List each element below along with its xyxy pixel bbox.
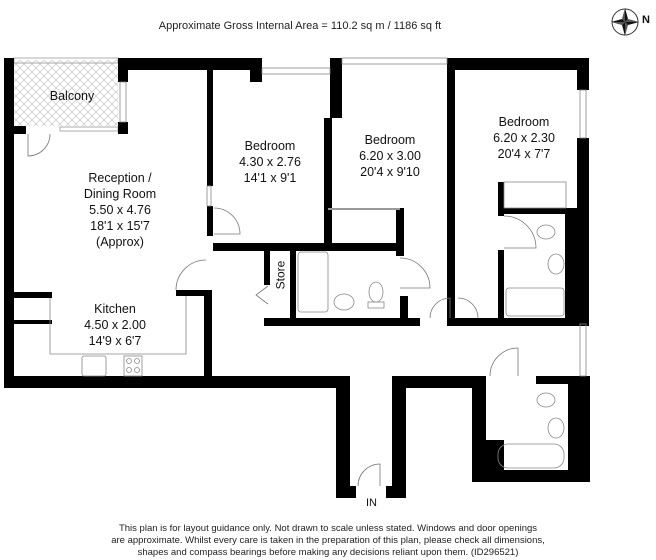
disclaimer-line: This plan is for layout guidance only. N… <box>118 523 538 534</box>
north-label: N <box>642 14 650 26</box>
room-name: Bedroom <box>498 115 550 129</box>
bath-icon <box>297 251 329 313</box>
basin-icon <box>333 293 355 311</box>
room-metric: 4.30 x 2.76 <box>239 155 301 169</box>
bath-icon <box>505 287 565 317</box>
room-bedroom-2: Bedroom 6.20 x 3.00 20'4 x 9'10 <box>340 132 440 180</box>
bath-icon <box>497 443 565 469</box>
room-metric: 6.20 x 2.30 <box>493 131 555 145</box>
room-name: Balcony <box>49 89 95 103</box>
sink-icon <box>81 355 107 377</box>
room-reception: Reception / Dining Room 5.50 x 4.76 18'1… <box>60 170 180 250</box>
room-imperial: 18'1 x 15'7 <box>90 219 150 233</box>
room-name: Dining Room <box>83 187 157 201</box>
room-imperial: 14'1 x 9'1 <box>243 171 297 185</box>
hob-icon <box>123 355 143 377</box>
fixtures <box>49 181 567 469</box>
room-bedroom-1: Bedroom 4.30 x 2.76 14'1 x 9'1 <box>222 138 318 186</box>
toilet-icon <box>536 392 556 408</box>
room-name: Reception / <box>88 171 152 185</box>
gross-area-title: Approximate Gross Internal Area = 110.2 … <box>158 20 442 32</box>
room-name: Kitchen <box>94 302 136 316</box>
room-name: Bedroom <box>364 133 416 147</box>
basin-icon <box>547 417 565 439</box>
compass-rose-icon <box>611 8 639 36</box>
room-imperial: 20'4 x 9'10 <box>360 165 420 179</box>
room-name: Bedroom <box>244 139 296 153</box>
room-imperial: 14'9 x 6'7 <box>88 334 142 348</box>
room-note: (Approx) <box>96 235 144 249</box>
room-balcony: Balcony <box>40 88 104 104</box>
room-imperial: 20'4 x 7'7 <box>497 147 551 161</box>
room-metric: 5.50 x 4.76 <box>89 203 151 217</box>
room-metric: 6.20 x 3.00 <box>359 149 421 163</box>
disclaimer: This plan is for layout guidance only. N… <box>0 523 656 559</box>
windows <box>119 57 587 377</box>
walls <box>4 58 590 498</box>
toilet-icon <box>536 224 556 240</box>
entrance-label: IN <box>366 497 377 509</box>
disclaimer-line: are approximate. Whilst every care is ta… <box>111 535 545 546</box>
compass: N <box>610 4 654 42</box>
disclaimer-line: shapes and compass bearings before makin… <box>137 547 519 558</box>
toilet-icon <box>368 281 384 303</box>
room-metric: 4.50 x 2.00 <box>84 318 146 332</box>
room-bedroom-3: Bedroom 6.20 x 2.30 20'4 x 7'7 <box>474 114 574 162</box>
door-swings <box>27 133 537 487</box>
basin-icon <box>547 253 565 275</box>
room-store: Store <box>273 260 288 290</box>
room-kitchen: Kitchen 4.50 x 2.00 14'9 x 6'7 <box>60 301 170 349</box>
